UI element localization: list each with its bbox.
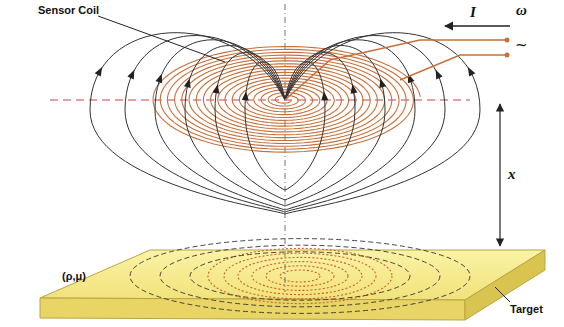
terminal bbox=[505, 38, 510, 43]
field-arrow bbox=[213, 84, 221, 94]
axis-line bbox=[285, 4, 286, 292]
field-line bbox=[185, 45, 285, 206]
eddy-loop bbox=[238, 257, 362, 294]
eddy-loop bbox=[252, 262, 348, 291]
target-slab bbox=[40, 250, 545, 320]
field-arrow bbox=[465, 65, 475, 76]
center-line bbox=[50, 99, 470, 100]
field-arrow bbox=[321, 91, 329, 101]
eddy-field bbox=[190, 252, 410, 300]
coil-leads bbox=[285, 40, 505, 100]
leader-line bbox=[98, 16, 225, 62]
current-arrow bbox=[445, 25, 510, 26]
eddy-currents bbox=[130, 239, 470, 314]
part-label: Target bbox=[510, 303, 543, 315]
field-line bbox=[285, 33, 480, 214]
field-line bbox=[285, 36, 445, 212]
terminal bbox=[505, 53, 510, 58]
field-arrow bbox=[127, 68, 137, 79]
field-arrow bbox=[156, 73, 166, 84]
field-arrow bbox=[349, 84, 357, 94]
field-line bbox=[125, 36, 285, 212]
eddy-loop bbox=[280, 270, 320, 282]
field-arrow bbox=[377, 78, 386, 88]
distance-arrow bbox=[499, 104, 500, 246]
material-label: (ρ,μ) bbox=[62, 270, 86, 282]
field-arrow bbox=[242, 91, 250, 101]
part-label: Sensor Coil bbox=[38, 4, 99, 16]
field-lines bbox=[90, 33, 480, 214]
eddy-field bbox=[160, 245, 440, 307]
eddy-loop bbox=[266, 266, 334, 286]
field-arrow bbox=[95, 65, 105, 76]
eddy-loop bbox=[224, 253, 376, 299]
distance-label: x bbox=[508, 166, 516, 183]
field-arrow bbox=[433, 68, 443, 79]
current-label: I bbox=[470, 4, 476, 21]
leader-line bbox=[495, 287, 510, 302]
field-line bbox=[285, 45, 385, 206]
ac-symbol: ~ bbox=[515, 37, 528, 54]
field-arrow bbox=[184, 78, 193, 88]
field-line bbox=[90, 33, 285, 214]
frequency-label: ω bbox=[516, 2, 527, 19]
eddy-field bbox=[130, 239, 470, 314]
